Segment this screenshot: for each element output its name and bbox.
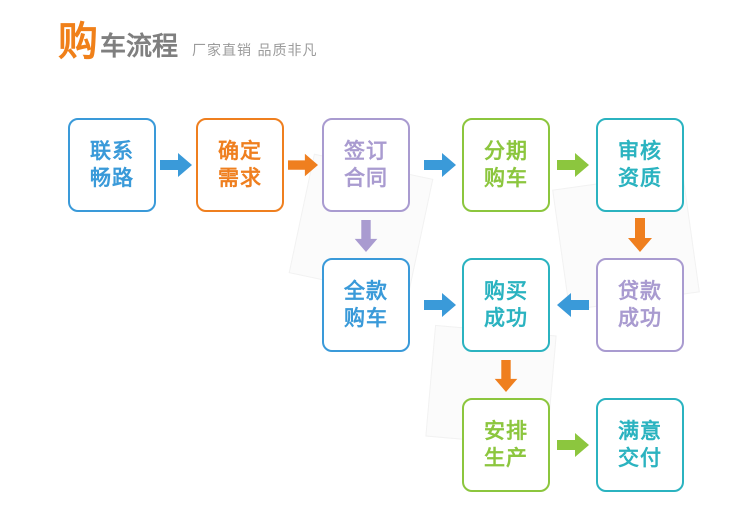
page-title: 购 车流程 厂家直销 品质非凡 xyxy=(58,22,317,62)
flow-arrow-a9 xyxy=(494,360,518,392)
flow-node-n3[interactable]: 签订 合同 xyxy=(322,118,410,212)
flow-node-n1[interactable]: 联系 畅路 xyxy=(68,118,156,212)
flow-node-n10-line2: 交付 xyxy=(618,446,662,470)
flow-node-n5[interactable]: 审核 资质 xyxy=(596,118,684,212)
flow-arrow-a6 xyxy=(556,293,590,317)
flow-node-n8-line1: 全款 xyxy=(344,279,388,303)
flow-node-n9-line1: 安排 xyxy=(484,419,528,443)
flow-arrow-a3 xyxy=(424,153,456,177)
flow-node-n9-line2: 生产 xyxy=(484,446,528,470)
title-tagline: 厂家直销 品质非凡 xyxy=(192,43,318,59)
flow-node-n4-line2: 购车 xyxy=(484,166,528,190)
flow-arrow-a1 xyxy=(160,153,192,177)
flow-node-n4-line1: 分期 xyxy=(484,139,528,163)
flow-node-n6[interactable]: 贷款 成功 xyxy=(596,258,684,352)
flow-node-n9[interactable]: 安排 生产 xyxy=(462,398,550,492)
flow-node-n6-line2: 成功 xyxy=(618,306,662,330)
flow-node-n10[interactable]: 满意 交付 xyxy=(596,398,684,492)
flow-node-n5-line1: 审核 xyxy=(618,139,662,163)
flow-node-n4[interactable]: 分期 购车 xyxy=(462,118,550,212)
flow-arrow-a7 xyxy=(354,220,378,252)
flow-node-n3-line1: 签订 xyxy=(344,139,388,163)
flow-node-n2-line1: 确定 xyxy=(218,139,262,163)
flow-arrow-a4 xyxy=(556,153,590,177)
flow-node-n7-line2: 成功 xyxy=(484,306,528,330)
flow-node-n2[interactable]: 确定 需求 xyxy=(196,118,284,212)
flow-node-n1-line2: 畅路 xyxy=(90,166,134,190)
flow-node-n8-line2: 购车 xyxy=(344,306,388,330)
flow-node-n7[interactable]: 购买 成功 xyxy=(462,258,550,352)
flow-node-n2-line2: 需求 xyxy=(218,166,262,190)
flow-node-n5-line2: 资质 xyxy=(618,166,662,190)
flow-arrow-a2 xyxy=(288,153,318,177)
flow-node-n7-line1: 购买 xyxy=(484,279,528,303)
title-sub-text: 车流程 xyxy=(100,32,179,62)
flow-node-n10-line1: 满意 xyxy=(618,419,662,443)
flow-node-n3-line2: 合同 xyxy=(344,166,388,190)
flow-node-n6-line1: 贷款 xyxy=(618,279,662,303)
flow-node-n1-line1: 联系 xyxy=(90,139,134,163)
title-main-char: 购 xyxy=(58,19,99,65)
flow-arrow-a10 xyxy=(556,433,590,457)
flow-arrow-a8 xyxy=(424,293,456,317)
flow-arrow-a5 xyxy=(628,218,652,252)
flow-node-n8[interactable]: 全款 购车 xyxy=(322,258,410,352)
